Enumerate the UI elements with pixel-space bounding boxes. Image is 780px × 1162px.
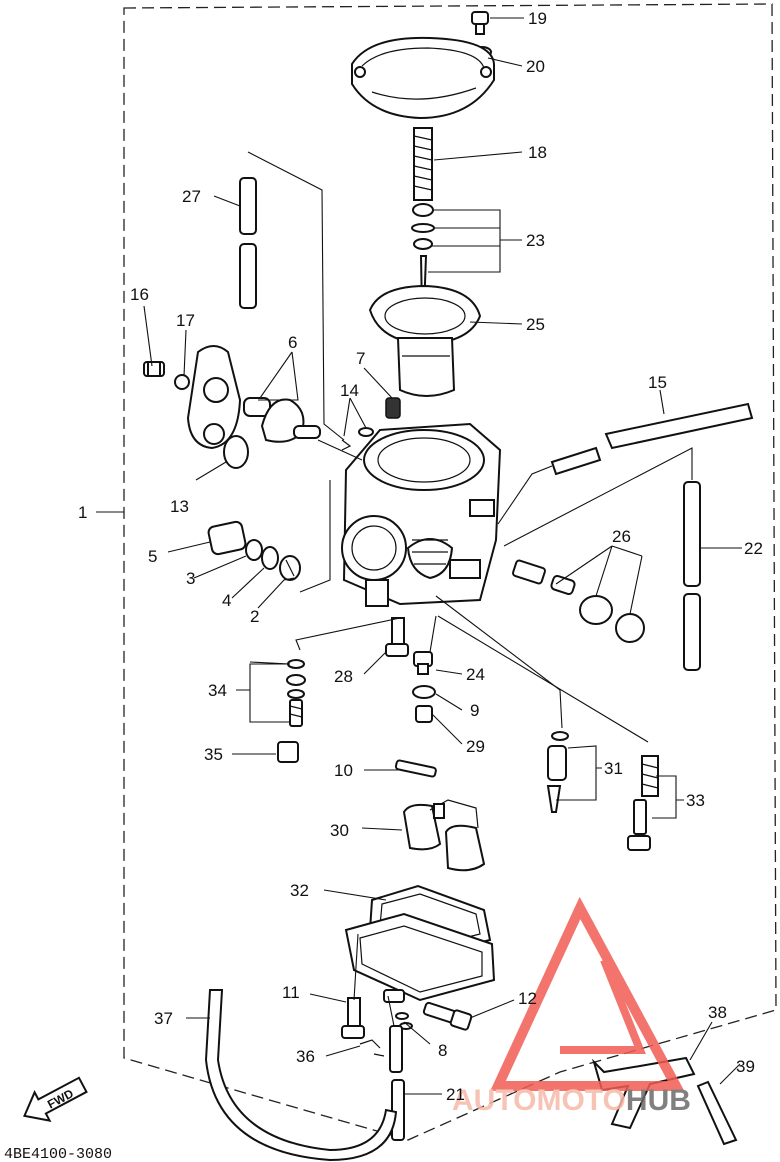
- watermark-text-hub: HUB: [626, 1084, 691, 1117]
- callout-20: 20: [526, 57, 545, 76]
- part-28-needle-jet: [385, 617, 409, 657]
- callout-32: 32: [290, 881, 309, 900]
- callout-25: 25: [526, 315, 545, 334]
- callout-39: 39: [736, 1057, 755, 1076]
- callout-30: 30: [330, 821, 349, 840]
- carburetor-body: [341, 422, 502, 607]
- callout-8: 8: [438, 1041, 447, 1060]
- callout-13: 13: [170, 497, 189, 516]
- part-top-cover: [351, 36, 495, 120]
- part-36-clip: [359, 1039, 385, 1057]
- part-35-cap: [277, 741, 299, 763]
- part-25-diaphragm: [368, 284, 482, 397]
- fwd-arrow: FWD: [23, 1076, 88, 1122]
- callout-21: 21: [446, 1085, 465, 1104]
- callout-1: 1: [78, 503, 87, 522]
- callout-33: 33: [686, 791, 705, 810]
- watermark-text: AUTOMOTOHUB: [452, 1084, 691, 1117]
- callout-27: 27: [182, 187, 201, 206]
- callout-35: 35: [204, 745, 223, 764]
- part-18-spring: [413, 127, 433, 201]
- part-15-hose: [604, 402, 754, 450]
- part-26-screw-set: [512, 559, 645, 643]
- callout-2: 2: [250, 607, 259, 626]
- callout-24: 24: [466, 665, 485, 684]
- part-2-pilot-screw: [279, 555, 301, 581]
- part-19-screw: [471, 11, 489, 35]
- part-17-washer: [174, 374, 190, 390]
- part-4-spring: [261, 546, 279, 570]
- part-enricher-cover: [186, 345, 242, 450]
- callout-11: 11: [282, 983, 300, 1002]
- part-39-hose: [696, 1080, 738, 1146]
- part-22-hose: [683, 481, 701, 671]
- callout-16: 16: [130, 285, 149, 304]
- part-5-cap: [207, 520, 247, 556]
- callout-18: 18: [528, 143, 547, 162]
- part-10-float-pin: [394, 759, 437, 778]
- callout-37: 37: [154, 1009, 173, 1028]
- callout-19: 19: [528, 9, 547, 28]
- part-16-screw: [143, 361, 165, 377]
- callout-12: 12: [518, 989, 537, 1008]
- part-13-oring: [223, 435, 249, 469]
- diagram-code: 4BE4100-3080: [4, 1146, 112, 1162]
- part-3-washer: [245, 539, 263, 561]
- part-30-float: [402, 799, 486, 872]
- part-29-jet: [415, 705, 433, 723]
- callout-4: 4: [222, 591, 231, 610]
- callout-22: 22: [744, 539, 763, 558]
- part-7-jet: [385, 397, 401, 419]
- callout-28: 28: [334, 667, 353, 686]
- part-27-hose: [239, 177, 257, 309]
- watermark-triangle: [490, 896, 685, 1091]
- callout-17: 17: [176, 311, 195, 330]
- callout-9: 9: [470, 701, 479, 720]
- callout-5: 5: [148, 547, 157, 566]
- part-21-hose: [389, 1025, 405, 1141]
- callout-7: 7: [356, 349, 365, 368]
- callout-10: 10: [334, 761, 353, 780]
- watermark-text-main: AUTOMOTO: [452, 1084, 626, 1117]
- callout-29: 29: [466, 737, 485, 756]
- callout-3: 3: [186, 569, 195, 588]
- callout-23: 23: [526, 231, 545, 250]
- callout-34: 34: [208, 681, 227, 700]
- callout-31: 31: [604, 759, 623, 778]
- leader-lines: [96, 17, 742, 1095]
- part-24-main-jet: [413, 651, 433, 675]
- assembly-boundary: [123, 3, 777, 1141]
- part-float-bowl: [344, 912, 496, 1003]
- part-12-drain-screw: [422, 1001, 473, 1031]
- part-9-washer: [412, 685, 436, 699]
- part-11-screw: [341, 997, 365, 1039]
- part-31-needle-valve: [546, 731, 569, 813]
- callout-14: 14: [340, 381, 359, 400]
- callout-26: 26: [612, 527, 631, 546]
- part-6-enricher-spring: [243, 397, 321, 443]
- part-33-drain-screw: [627, 755, 659, 851]
- callout-15: 15: [648, 373, 667, 392]
- callout-6: 6: [288, 333, 297, 352]
- watermark-logo: AUTOMOTOHUB: [452, 896, 691, 1117]
- part-37-hose: [204, 989, 398, 1162]
- part-8-clip: [395, 1012, 413, 1030]
- part-34-screw-set: [286, 659, 306, 727]
- callout-36: 36: [296, 1047, 315, 1066]
- callout-38: 38: [708, 1003, 727, 1022]
